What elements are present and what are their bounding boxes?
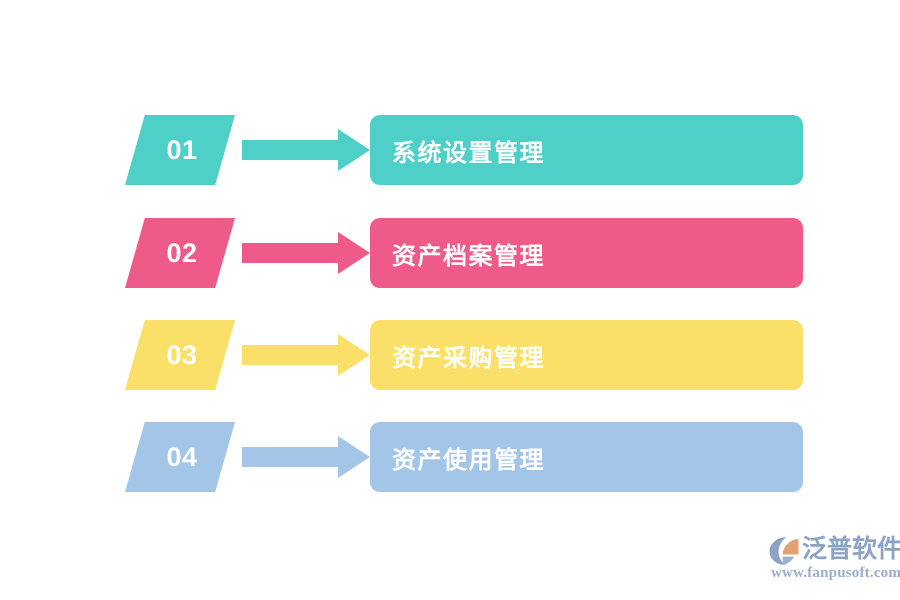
arrow-shaft xyxy=(242,140,340,160)
process-step-row: 01 系统设置管理 xyxy=(0,115,900,185)
step-number-badge[interactable]: 03 xyxy=(125,320,235,390)
arrow-shaft xyxy=(242,345,340,365)
step-number-label: 01 xyxy=(166,134,198,165)
flow-arrow-icon xyxy=(242,115,370,185)
arrow-head xyxy=(338,334,370,376)
brand-name-cn: 泛普软件 xyxy=(802,535,900,563)
brand-watermark: 泛普软件 www.fanpusoft.com xyxy=(768,534,900,588)
flow-arrow-icon xyxy=(242,218,370,288)
step-label-text: 资产采购管理 xyxy=(392,344,545,372)
flow-arrow-icon xyxy=(242,422,370,492)
step-label-bar[interactable]: 资产使用管理 xyxy=(370,422,803,492)
step-label-text: 资产档案管理 xyxy=(392,242,545,270)
step-label-text: 资产使用管理 xyxy=(392,446,545,474)
process-step-row: 03 资产采购管理 xyxy=(0,320,900,390)
step-number-badge[interactable]: 02 xyxy=(125,218,235,288)
step-label-bar[interactable]: 资产档案管理 xyxy=(370,218,803,288)
step-number-label: 03 xyxy=(166,339,198,370)
process-step-row: 02 资产档案管理 xyxy=(0,218,900,288)
arrow-head xyxy=(338,129,370,171)
fanpu-logo-icon xyxy=(768,536,800,566)
step-number-badge[interactable]: 04 xyxy=(125,422,235,492)
step-label-bar[interactable]: 系统设置管理 xyxy=(370,115,803,185)
step-number-label: 04 xyxy=(166,441,198,472)
flow-arrow-icon xyxy=(242,320,370,390)
process-step-row: 04 资产使用管理 xyxy=(0,422,900,492)
step-label-bar[interactable]: 资产采购管理 xyxy=(370,320,803,390)
step-number-label: 02 xyxy=(166,237,198,268)
arrow-shaft xyxy=(242,243,340,263)
step-number-badge[interactable]: 01 xyxy=(125,115,235,185)
arrow-head xyxy=(338,436,370,478)
arrow-head xyxy=(338,232,370,274)
arrow-shaft xyxy=(242,447,340,467)
step-label-text: 系统设置管理 xyxy=(392,139,545,167)
brand-url: www.fanpusoft.com xyxy=(771,565,900,581)
